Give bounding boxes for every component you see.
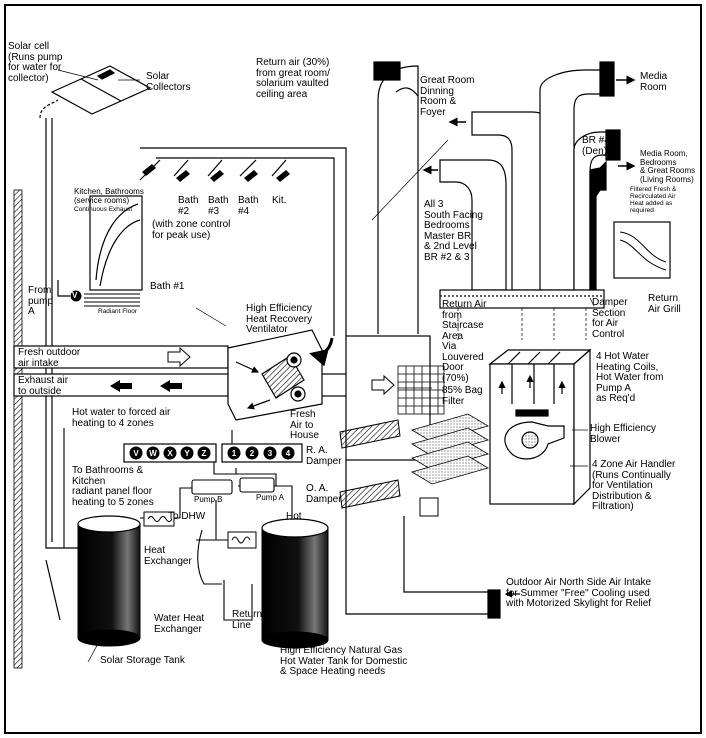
duct-arrows (110, 346, 395, 396)
hrv-unit (227, 329, 334, 421)
supply-ducts (439, 61, 621, 309)
outdoor-air-north-label: Outdoor Air North Side Air Intake for Su… (506, 577, 652, 609)
manifold-valve-label: X (167, 449, 173, 458)
pumps (191, 477, 275, 495)
media-room-label: Media Room (640, 71, 668, 93)
bath2-label: Bath #2 (178, 195, 199, 217)
diagram-frame (4, 4, 702, 734)
manifold-valve (227, 446, 241, 460)
south-bedrooms-label: All 3 South Facing Bedrooms Master BR & … (424, 199, 483, 263)
solar-cell-label: Solar cell (Runs pump for water for coll… (8, 41, 63, 84)
fresh-air-house-label: Fresh Air to House (290, 409, 319, 441)
outdoor-air-duct (345, 460, 520, 619)
solar-collectors-label: Solar Collectors (146, 71, 191, 93)
return-air-grill-label: Return Air Grill (648, 293, 681, 315)
exterior-wall (13, 189, 23, 669)
manifold-valve (180, 446, 194, 460)
exhaust-air-label: Exhaust air to outside (18, 375, 69, 397)
ra-damper-label: R. A. Damper (306, 445, 342, 467)
manifold-valve-label: 2 (250, 449, 255, 458)
manifold-right-valves: 1 2 3 4 (227, 446, 295, 460)
leader-lines (57, 69, 595, 663)
from-pump-a-pipe (57, 280, 70, 297)
manifold-valve (281, 446, 295, 460)
air-handler-label: 4 Zone Air Handler (Runs Continually for… (592, 459, 676, 512)
manifold-valve (245, 446, 259, 460)
return-air-label: Return air (30%) from great room/ solari… (256, 57, 330, 100)
fresh-outdoor-air-label: Fresh outdoor air intake (18, 347, 81, 369)
manifold-valve-label: W (149, 449, 157, 458)
heat-exchangers (143, 511, 257, 549)
hot-water-zones-label: Hot water to forced air heating to 4 zon… (72, 407, 171, 429)
manifold-left-valves: V W X Y Z (129, 446, 211, 460)
manifold-valve-label: 3 (268, 449, 273, 458)
manifold-right-box (221, 443, 303, 463)
oa-damper-label: O. A. Damper (306, 483, 342, 505)
return-air-duct (373, 61, 419, 334)
return-line-label: Return Line (232, 609, 263, 631)
continuous-exhaust-label: Continuous Exhaust (74, 206, 133, 213)
heat-exchanger-label: Heat Exchanger (144, 545, 192, 567)
manifold-valve-label: V (133, 449, 139, 458)
bath1-label: Bath #1 (150, 281, 185, 292)
from-pump-a-label: From pump A (28, 285, 54, 317)
bath4-label: Bath #4 (238, 195, 259, 217)
kit-label: Kit. (272, 195, 287, 206)
manifold-valve (129, 446, 143, 460)
great-room-label: Great Room Dinning Room & Foyer (420, 75, 475, 118)
filtered-air-note: Filtered Fresh & Recirculated Air Heat a… (630, 186, 677, 214)
return-air-staircase-label: Return Air from Staircase Area Via Louve… (442, 299, 487, 384)
manifold-valve-label: 1 (232, 449, 237, 458)
pump-a-label: Pump A (256, 493, 285, 502)
bath3-label: Bath #3 (208, 195, 229, 217)
manifold-valve (197, 446, 211, 460)
return-air-grille (613, 221, 671, 279)
hot-label: Hot (286, 511, 302, 522)
valve-v-label: V (72, 291, 78, 300)
manifold-valve (163, 446, 177, 460)
louvered-door-grid (397, 365, 445, 415)
high-eff-blower-label: High Efficiency Blower (590, 423, 656, 445)
manifold-valve (146, 446, 160, 460)
hrv-label: High Efficiency Heat Recovery Ventilator (246, 303, 313, 335)
to-bathrooms-label: To Bathrooms & Kitchen radiant panel flo… (72, 465, 154, 508)
bag-filter-label: 85% Bag Filter (442, 385, 483, 407)
gas-tank-label: High Efficiency Natural Gas Hot Water Ta… (280, 645, 408, 677)
dashed-leaders (457, 308, 587, 340)
solar-storage-tank (77, 515, 141, 647)
manifold-valve-label: 4 (286, 449, 291, 458)
air-handler-box (488, 348, 592, 506)
manifold-valve-label: Y (184, 449, 190, 458)
supply-arrows (422, 75, 636, 175)
manifold-valve (263, 446, 277, 460)
exhaust-grilles (142, 164, 290, 182)
dampers (339, 419, 439, 517)
exhaust-ducts (89, 147, 347, 336)
pump-b-label: Pump B (194, 495, 223, 504)
manifold-valve-label: Z (202, 449, 207, 458)
kitchen-baths-label: Kitchen, Bathrooms (service rooms) (74, 187, 144, 205)
hot-water-coils-label: 4 Hot Water Heating Coils, Hot Water fro… (596, 351, 664, 404)
radiant-floor-coil (70, 290, 140, 307)
gas-hot-water-tank (261, 518, 329, 649)
solar-collector-panel (50, 65, 152, 115)
br4-label: BR #4 (Den) (582, 135, 610, 157)
bag-filter (411, 413, 489, 485)
damper-section-label: Damper Section for Air Control (592, 297, 628, 340)
zone-control-label: (with zone control for peak use) (152, 219, 231, 241)
radiant-floor-label: Radiant Floor (98, 308, 138, 315)
solar-storage-label: Solar Storage Tank (100, 655, 185, 666)
media-bedrooms-label: Media Room, Bedrooms & Great Rooms (Livi… (640, 149, 696, 184)
to-dhw-label: To DHW (168, 511, 206, 522)
water-heat-exchanger-label: Water Heat Exchanger (154, 613, 205, 635)
